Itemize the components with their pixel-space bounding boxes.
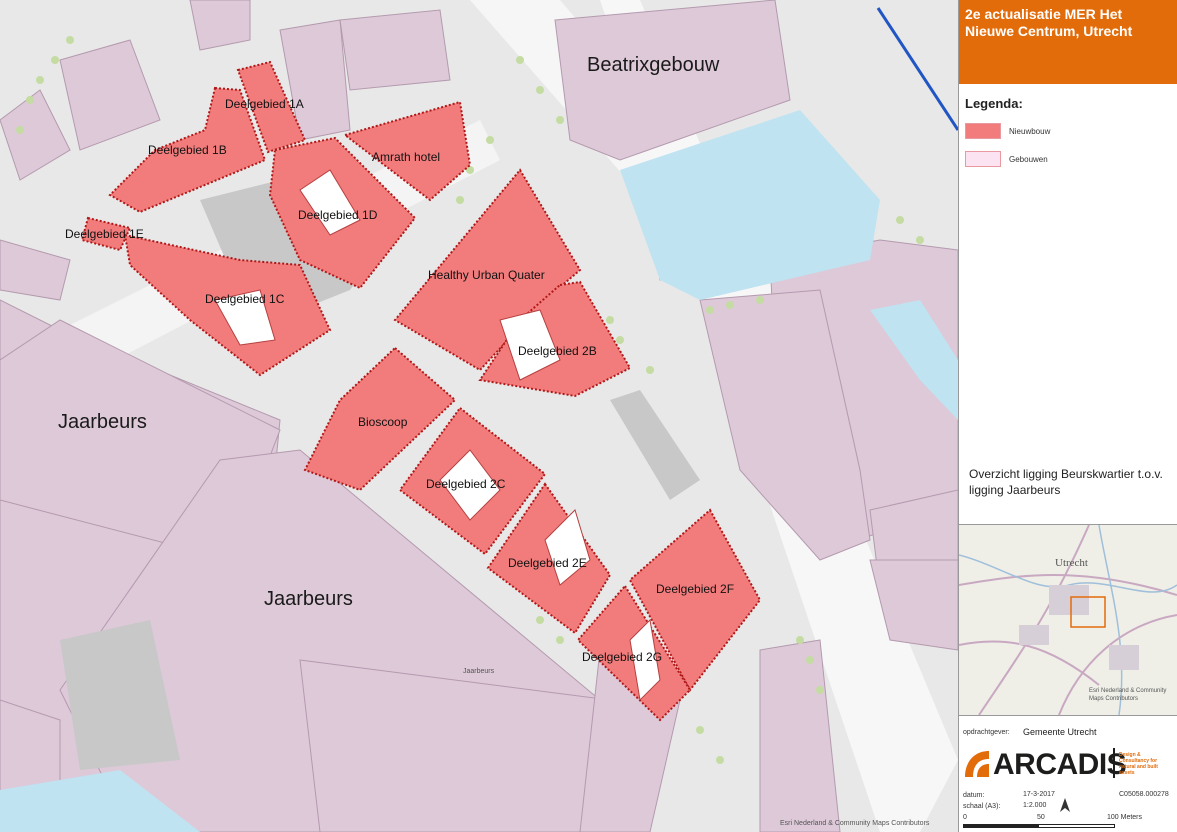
area-1a-shape bbox=[236, 60, 307, 154]
railway-line bbox=[876, 7, 958, 131]
new-build-inner bbox=[214, 169, 661, 702]
label-deelgebied-1c[interactable]: Deelgebied 1C bbox=[205, 292, 285, 306]
inset-extent-box bbox=[1070, 596, 1106, 628]
label-healthy-urban-quater[interactable]: Healthy Urban Quater bbox=[428, 268, 545, 282]
overview-text: Overzicht ligging Beurskwartier t.o.v. l… bbox=[969, 467, 1163, 497]
label-deelgebied-2e[interactable]: Deelgebied 2E bbox=[508, 556, 587, 570]
label-deelgebied-1b[interactable]: Deelgebied 1B bbox=[148, 143, 227, 157]
legend-item-gebouwen: Gebouwen bbox=[965, 150, 1048, 168]
scale-label: schaal (A3): bbox=[963, 803, 1001, 810]
logo-divider bbox=[1113, 748, 1115, 778]
inset-attribution: Esri Nederland & Community Maps Contribu… bbox=[1089, 688, 1167, 702]
logo-tagline: Design & Consultancy for natural and bui… bbox=[1119, 752, 1158, 776]
water bbox=[0, 110, 958, 832]
inset-city-label: Utrecht bbox=[1055, 557, 1088, 569]
area-1b-shape bbox=[108, 86, 267, 214]
legend-label-nieuwbouw: Nieuwbouw bbox=[1009, 126, 1051, 136]
label-jaarbeurs-1: Jaarbeurs bbox=[58, 411, 147, 433]
label-jaarbeurs-2: Jaarbeurs bbox=[264, 588, 353, 610]
existing-buildings bbox=[0, 0, 958, 832]
trees bbox=[16, 36, 924, 764]
scale-value: 1:2.000 bbox=[1023, 802, 1047, 809]
label-beatrixgebouw: Beatrixgebouw bbox=[587, 54, 720, 76]
client-value: Gemeente Utrecht bbox=[1023, 727, 1097, 737]
label-deelgebied-2b[interactable]: Deelgebied 2B bbox=[518, 344, 597, 358]
overview-inset-map[interactable]: Utrecht Esri Nederland & Community Maps … bbox=[959, 524, 1177, 716]
map-attribution: Esri Nederland & Community Maps Contribu… bbox=[780, 820, 930, 827]
legend-swatch-nieuwbouw bbox=[965, 123, 1001, 139]
arcadis-mark-icon bbox=[965, 751, 989, 777]
date-label: datum: bbox=[963, 792, 985, 799]
area-bioscoop-shape bbox=[303, 346, 457, 492]
area-1e-shape bbox=[80, 216, 132, 252]
scalebar bbox=[963, 824, 1115, 828]
label-bioscoop[interactable]: Bioscoop bbox=[358, 415, 408, 429]
label-deelgebied-2g[interactable]: Deelgebied 2G bbox=[582, 650, 663, 664]
inset-canvas bbox=[959, 525, 1177, 715]
date-value: 17-3-2017 bbox=[1023, 791, 1055, 798]
scalebar-fill bbox=[964, 825, 1039, 827]
arcadis-logo: ARCADIS Design & Consultancy for natural… bbox=[963, 746, 1173, 782]
map-footer: opdrachtgever: Gemeente Utrecht ARCADIS … bbox=[959, 716, 1177, 832]
map-title: 2e actualisatie MER Het Nieuwe Centrum, … bbox=[959, 0, 1177, 84]
label-jaarbeurs-small: Jaarbeurs bbox=[463, 668, 495, 675]
client-label: opdrachtgever: bbox=[963, 729, 1010, 736]
main-map[interactable]: Beatrixgebouw Jaarbeurs Jaarbeurs Jaarbe… bbox=[0, 0, 958, 832]
legend-title: Legenda: bbox=[965, 96, 1023, 111]
label-deelgebied-1a[interactable]: Deelgebied 1A bbox=[225, 97, 304, 111]
legend-label-gebouwen: Gebouwen bbox=[1009, 154, 1048, 164]
logo-text: ARCADIS bbox=[993, 748, 1127, 781]
legend-swatch-gebouwen bbox=[965, 151, 1001, 167]
area-amrath-shape bbox=[342, 100, 472, 202]
north-arrow-icon bbox=[1060, 798, 1070, 812]
scalebar-end-label: 100 Meters bbox=[1107, 814, 1143, 821]
area-healthy-shape bbox=[393, 168, 582, 372]
scalebar-start-label: 0 bbox=[963, 814, 967, 821]
map-sidebar: 2e actualisatie MER Het Nieuwe Centrum, … bbox=[958, 0, 1177, 832]
project-number: C05058.000278 bbox=[1119, 791, 1169, 798]
area-2e-shape bbox=[486, 482, 612, 635]
label-deelgebied-1e[interactable]: Deelgebied 1E bbox=[65, 227, 144, 241]
legend-item-nieuwbouw: Nieuwbouw bbox=[965, 122, 1050, 140]
map-canvas bbox=[0, 0, 958, 832]
label-deelgebied-2c[interactable]: Deelgebied 2C bbox=[426, 477, 506, 491]
label-deelgebied-2f[interactable]: Deelgebied 2F bbox=[656, 582, 735, 596]
label-amrath-hotel[interactable]: Amrath hotel bbox=[372, 150, 441, 164]
scalebar-mid-label: 50 bbox=[1037, 814, 1045, 821]
label-deelgebied-1d[interactable]: Deelgebied 1D bbox=[298, 208, 378, 222]
